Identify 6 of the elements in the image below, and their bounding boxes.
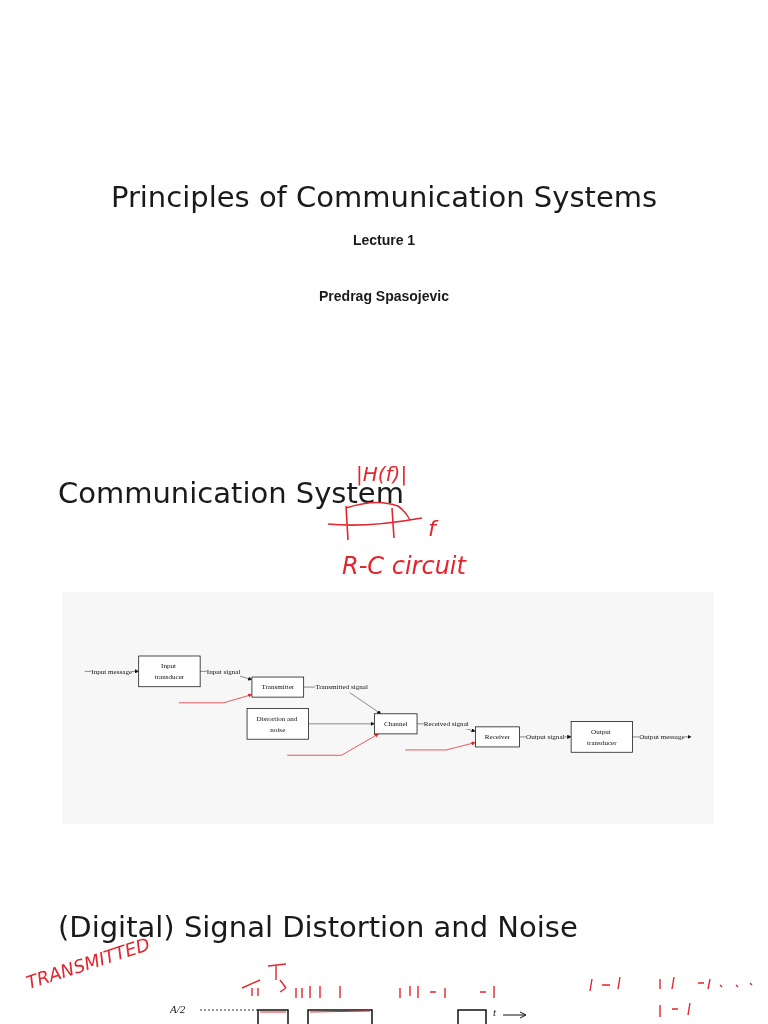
axis-label: t xyxy=(493,1006,497,1018)
slide-title: Principles of Communication Systems xyxy=(110,180,658,214)
author-name: Predrag Spasojevic xyxy=(319,288,449,304)
handwritten-note: R-C circuit xyxy=(342,552,466,580)
subtitle: Lecture 1 xyxy=(352,232,416,248)
axis-label: A/2 xyxy=(170,1003,186,1015)
